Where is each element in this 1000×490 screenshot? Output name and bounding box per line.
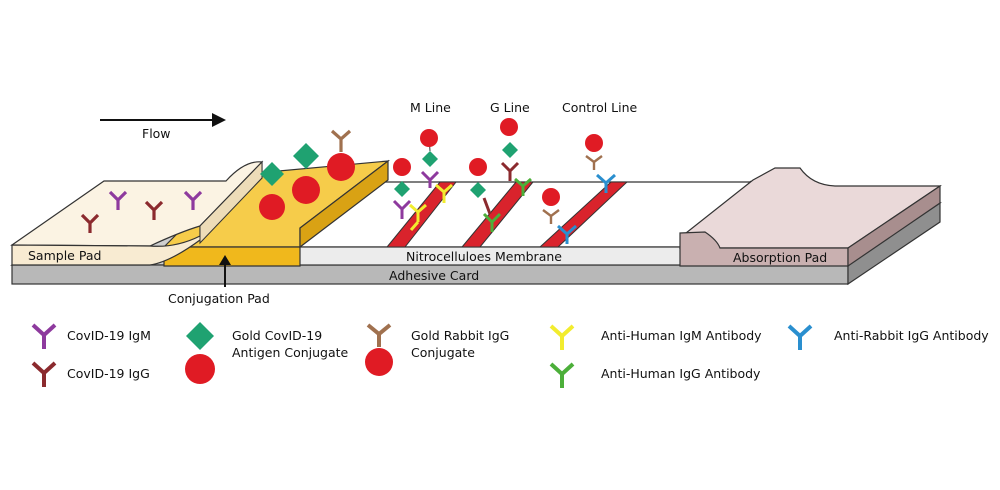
igg-antibody-icon: [80, 213, 100, 233]
gold-antigen-conjugate-icon: [292, 143, 320, 204]
igm-antibody-icon: [31, 323, 57, 349]
sample-pad: [10, 160, 264, 266]
legend-gold-rabbit-label-1: Gold Rabbit IgG: [411, 328, 509, 343]
legend-anti-human-igm-label: Anti-Human IgM Antibody: [601, 328, 762, 343]
gold-particle-icon: [585, 134, 603, 152]
gold-antigen-icon: [394, 181, 410, 197]
rabbit-igg-icon: [542, 209, 560, 224]
control-line-complexes: [542, 134, 616, 244]
legend-anti-rabbit-igg-label: Anti-Rabbit IgG Antibody: [834, 328, 989, 343]
anti-human-igg-antibody-icon: [549, 362, 575, 388]
adhesive-card-label: Adhesive Card: [389, 268, 479, 283]
conjugation-pad-arrow: [219, 255, 231, 287]
rabbit-igg-icon: [366, 323, 392, 347]
igm-antibody-icon: [108, 190, 128, 210]
anti-rabbit-igg-antibody-icon: [557, 224, 577, 244]
gold-particle-icon: [365, 348, 393, 376]
anti-human-igg-antibody-icon: [482, 212, 502, 232]
gold-particle-icon: [469, 158, 487, 176]
legend-anti-human-igg-label: Anti-Human IgG Antibody: [601, 366, 761, 381]
control-line-label: Control Line: [562, 100, 638, 115]
anti-human-igm-antibody-icon: [435, 183, 453, 203]
flow-arrow: [100, 113, 226, 127]
gold-particle-icon: [420, 129, 438, 147]
legend-item-igg: CovID-19 IgG: [31, 361, 150, 387]
gold-particle-icon: [542, 188, 560, 206]
sample-pad-label: Sample Pad: [28, 248, 101, 263]
m-line-label: M Line: [410, 100, 451, 115]
gold-antigen-conjugate-icon: [259, 162, 285, 220]
anti-human-igm-antibody-icon: [549, 324, 575, 350]
legend-item-anti-rabbit-igg: Anti-Rabbit IgG Antibody: [787, 324, 989, 350]
legend-item-igm: CovID-19 IgM: [31, 323, 151, 349]
legend-gold-antigen-label-2: Antigen Conjugate: [232, 345, 349, 360]
sample-antibodies: [80, 190, 203, 233]
igg-antibody-icon: [31, 361, 57, 387]
gold-antigen-icon: [186, 322, 214, 350]
rabbit-igg-icon: [585, 155, 603, 170]
absorption-pad-label: Absorption Pad: [733, 250, 827, 265]
legend-igg-label: CovID-19 IgG: [67, 366, 150, 381]
flow-label: Flow: [142, 126, 171, 141]
gold-particle-icon: [185, 354, 215, 384]
conjugation-pad-conjugates: [259, 129, 355, 220]
gold-antigen-icon: [502, 142, 518, 158]
legend-igm-label: CovID-19 IgM: [67, 328, 151, 343]
g-line-complexes: [469, 118, 532, 232]
g-line-label: G Line: [490, 100, 530, 115]
legend: CovID-19 IgM CovID-19 IgG Gold CovID-19 …: [31, 322, 989, 388]
anti-human-igm-antibody-icon: [409, 203, 427, 231]
legend-item-gold-rabbit: Gold Rabbit IgG Conjugate: [365, 323, 509, 376]
absorption-pad: [679, 167, 942, 268]
igm-antibody-icon: [420, 170, 440, 188]
membrane-label: Nitrocelluloes Membrane: [406, 249, 562, 264]
gold-particle-icon: [393, 158, 411, 176]
legend-item-anti-human-igm: Anti-Human IgM Antibody: [549, 324, 762, 350]
anti-rabbit-igg-antibody-icon: [787, 324, 813, 350]
legend-item-anti-human-igg: Anti-Human IgG Antibody: [549, 362, 761, 388]
gold-antigen-icon: [470, 182, 486, 198]
legend-gold-antigen-label-1: Gold CovID-19: [232, 328, 322, 343]
igg-antibody-icon: [500, 161, 520, 181]
igg-antibody-icon: [144, 200, 164, 220]
legend-gold-rabbit-label-2: Conjugate: [411, 345, 475, 360]
igm-antibody-icon: [183, 190, 203, 210]
m-line-band: [385, 181, 458, 248]
m-line-complexes: [392, 129, 453, 231]
anti-human-igg-antibody-icon: [514, 177, 532, 196]
gold-antigen-icon: [422, 151, 438, 167]
gold-particle-icon: [500, 118, 518, 136]
legend-item-gold-antigen: Gold CovID-19 Antigen Conjugate: [185, 322, 349, 384]
conjugation-pad-label: Conjugation Pad: [168, 291, 270, 306]
gold-rabbit-igg-conjugate-icon: [327, 129, 355, 181]
igm-antibody-icon: [392, 199, 412, 219]
anti-rabbit-igg-antibody-icon: [596, 173, 616, 193]
